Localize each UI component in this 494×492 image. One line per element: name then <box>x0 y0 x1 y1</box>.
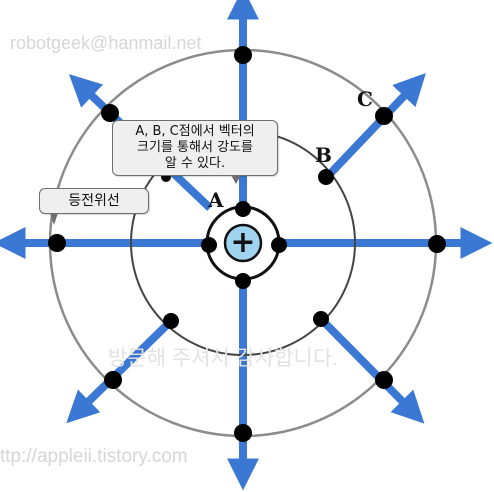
dot-inner-bottom <box>235 273 251 289</box>
dot-b <box>318 169 334 185</box>
point-label-a: A <box>208 188 224 212</box>
field-line-se <box>318 316 425 424</box>
callout-vector-strength: A, B, C점에서 벡터의 크기를 통해서 강도를 알 수 있다. <box>112 120 278 184</box>
dot-lower-right-outer <box>375 371 393 389</box>
point-markers <box>48 46 446 442</box>
point-label-b: B <box>315 143 332 167</box>
dot-top <box>234 46 252 64</box>
callout-equipotential-text: 등전위선 <box>68 193 120 209</box>
charge-sign: + <box>230 225 255 260</box>
watermark-thanks: 방문해 주셔서 감사합니다. <box>108 347 339 370</box>
field-line-ne <box>324 72 426 180</box>
field-line-sw <box>66 318 174 424</box>
point-label-c: C <box>357 87 373 111</box>
dot-lower-right-middle <box>313 311 329 327</box>
dot-inner-right <box>271 237 287 253</box>
callout-vector-strength-text: A, B, C점에서 벡터의 크기를 통해서 강도를 알 수 있다. <box>135 124 255 171</box>
charge-circle <box>223 223 263 263</box>
dot-upper-left <box>101 104 119 122</box>
dot-bottom <box>234 424 252 442</box>
dot-mid-right <box>428 235 446 253</box>
callout-equipotential: 등전위선 <box>39 188 149 225</box>
dot-a <box>235 201 251 217</box>
dot-inner-left <box>201 237 217 253</box>
watermark-email: robotgeek@hanmail.net <box>10 33 202 53</box>
dot-lower-left-middle <box>163 313 179 329</box>
dot-left <box>48 234 66 252</box>
dot-c <box>375 107 393 125</box>
watermark-url: ttp://appleii.tistory.com <box>0 446 188 467</box>
dot-lower-left-outer <box>104 371 122 389</box>
